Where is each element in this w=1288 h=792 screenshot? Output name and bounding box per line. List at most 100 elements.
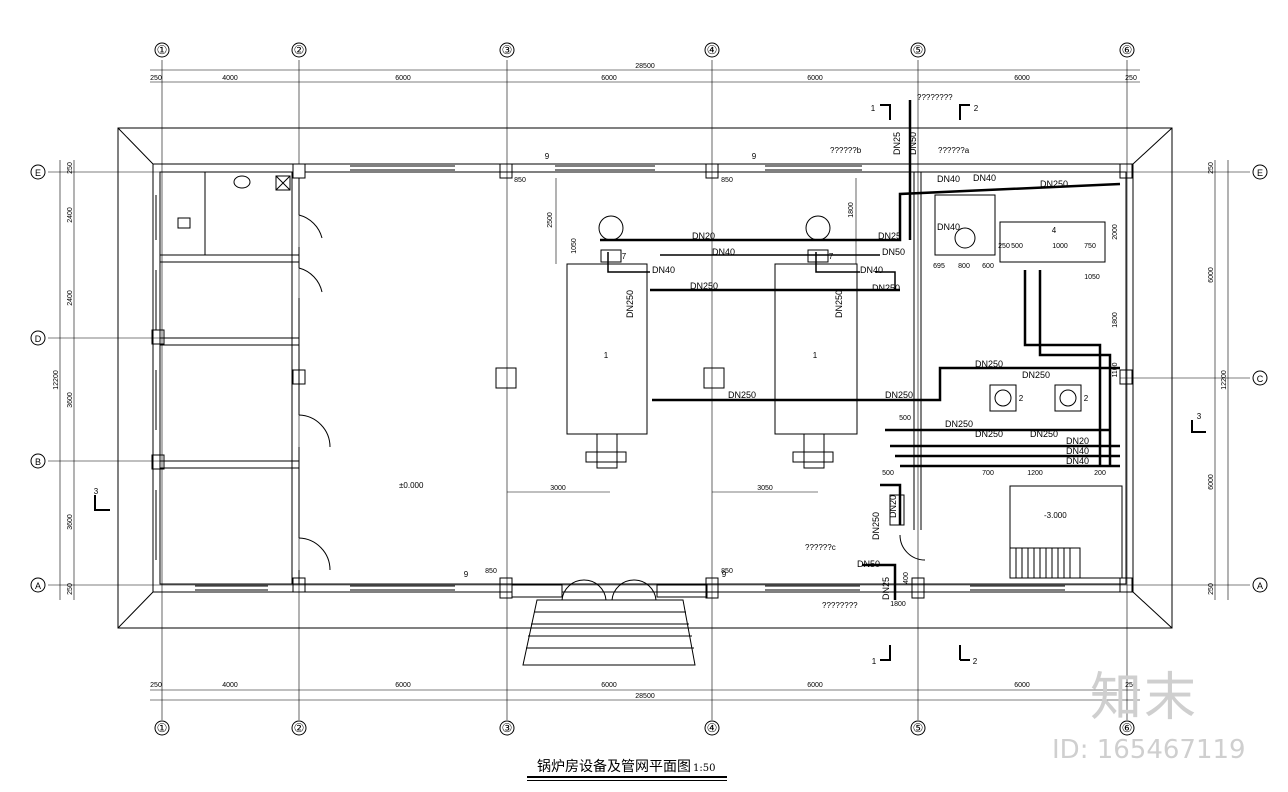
dim-bottom-6: 250 <box>1125 682 1137 689</box>
dim-left-0: 250 <box>67 162 74 174</box>
section-1-top: 1 <box>871 104 876 113</box>
pipe-label-dn250-boiler2-v: DN250 <box>834 290 844 318</box>
pipe-label-dn250-low: DN250 <box>728 390 756 400</box>
dim-misc-3050: 3050 <box>757 485 773 492</box>
pipe-label-dn40-tr2: DN40 <box>973 173 996 183</box>
pump-2-label: 2 <box>1084 394 1089 403</box>
boiler-1 <box>566 263 648 435</box>
dim-bottom-4: 6000 <box>807 682 823 689</box>
dim-misc-1000: 1000 <box>1052 243 1068 250</box>
dim-bottom-0: 250 <box>150 682 162 689</box>
dim-left-4: 3600 <box>67 514 74 530</box>
pipe-label-dn50-bottom: DN50 <box>857 559 880 569</box>
item-7a-label: 7 <box>622 252 627 261</box>
item-9b-label: 9 <box>752 152 757 161</box>
dim-misc-850c: 850 <box>485 568 497 575</box>
pipe-label-dn250-bottom-v: DN250 <box>871 512 881 540</box>
dim-right-3: 250 <box>1208 583 1215 595</box>
pipe-label-dn40-boiler2: DN40 <box>860 265 883 275</box>
dim-top-3: 6000 <box>601 75 617 82</box>
dim-misc-2500: 2500 <box>547 212 554 228</box>
axis-row-e: E <box>35 168 41 178</box>
dim-misc-400: 400 <box>903 572 910 584</box>
drawing-scale: 1:50 <box>693 763 716 774</box>
pipe-label-dn25-v: DN25 <box>892 132 902 155</box>
dim-misc-750: 750 <box>1084 243 1096 250</box>
dim-top-4: 6000 <box>807 75 823 82</box>
axis-col-4: ④ <box>707 43 718 57</box>
dim-right-1: 6000 <box>1208 267 1215 283</box>
dim-misc-695: 695 <box>933 263 945 270</box>
exterior-wall <box>152 163 1134 593</box>
pipe-label-dn250-boiler1-v: DN250 <box>625 290 635 318</box>
axis-col-5: ⑤ <box>913 43 924 57</box>
dim-left-2: 2400 <box>67 290 74 306</box>
dim-misc-1800b: 1800 <box>1112 312 1119 328</box>
dim-left-3: 3600 <box>67 392 74 408</box>
pipe-label-dn50-h: DN50 <box>882 247 905 257</box>
dim-right-0: 250 <box>1208 162 1215 174</box>
boiler-1-label: 1 <box>604 351 609 360</box>
axis-col-4-bottom: ④ <box>707 721 718 735</box>
dim-misc-600: 600 <box>982 263 994 270</box>
dim-top-6: 250 <box>1125 75 1137 82</box>
pipe-label-dn40-r2: DN40 <box>1066 456 1089 466</box>
dim-bottom-1: 4000 <box>222 682 238 689</box>
pipe-label-dn200-v: DN20 <box>888 495 898 518</box>
title-underline <box>527 776 727 778</box>
pipe-label-dn25-bottom-v: DN25 <box>881 577 891 600</box>
note-bottom: ???????? <box>822 601 858 610</box>
axis-col-5-bottom: ⑤ <box>913 721 924 735</box>
axis-col-1: ① <box>157 43 168 57</box>
item-7b-label: 7 <box>829 252 834 261</box>
pipe-label-dn40-boiler1: DN40 <box>652 265 675 275</box>
note-a: ??????a <box>938 146 970 155</box>
axis-row-e-right: E <box>1257 168 1263 178</box>
section-1-bottom: 1 <box>872 657 877 666</box>
dim-misc-500c: 500 <box>882 470 894 477</box>
note-c: ??????c <box>805 543 836 552</box>
axis-row-a: A <box>35 581 41 591</box>
dim-misc-1100: 1100 <box>1112 362 1119 377</box>
dim-misc-250: 250 <box>998 243 1010 250</box>
dim-bottom-5: 6000 <box>1014 682 1030 689</box>
axis-row-c-right: C <box>1257 374 1264 384</box>
dim-misc-850b: 850 <box>721 177 733 184</box>
pipe-label-dn25-h: DN25 <box>878 231 901 241</box>
dim-misc-1050b: 1050 <box>1084 274 1100 281</box>
roof-outline <box>117 127 1173 629</box>
tank-label: 4 <box>1052 226 1057 235</box>
axis-col-2: ② <box>294 43 305 57</box>
item-9c-label: 9 <box>464 570 469 579</box>
pipe-label-dn20: DN20 <box>692 231 715 241</box>
dim-misc-1200: 1200 <box>1027 470 1043 477</box>
note-b: ??????b <box>830 146 862 155</box>
dim-top-total: 28500 <box>635 63 655 70</box>
dim-misc-850a: 850 <box>514 177 526 184</box>
dim-misc-2000: 2000 <box>1112 224 1119 240</box>
pipe-label-dn250-c: DN250 <box>1030 429 1058 439</box>
dim-right-total: 12200 <box>1221 370 1228 390</box>
pipe-label-dn40-top: DN40 <box>712 247 735 257</box>
dim-bottom-2: 6000 <box>395 682 411 689</box>
dim-right-2: 6000 <box>1208 474 1215 490</box>
pipe-label-dn40-tr1: DN40 <box>937 174 960 184</box>
dim-left-1: 2400 <box>67 207 74 223</box>
dim-misc-3000: 3000 <box>550 485 566 492</box>
boiler-2-label: 1 <box>813 351 818 360</box>
pipe-label-dn40-r1: DN40 <box>1066 446 1089 456</box>
section-2-bottom: 2 <box>973 657 978 666</box>
axis-row-b: B <box>35 457 41 467</box>
pipe-label-dn250-pump2: DN250 <box>1022 370 1050 380</box>
watermark-logo: 知末 <box>1090 668 1199 728</box>
axis-col-1-bottom: ① <box>157 721 168 735</box>
dim-misc-1800: 1800 <box>848 202 855 218</box>
watermark-id: ID: 165467119 <box>1052 735 1246 765</box>
section-3-left: 3 <box>94 487 99 496</box>
dim-misc-200: 200 <box>1094 470 1106 477</box>
note-top: ???????? <box>917 93 953 102</box>
pipe-label-dn250-pump: DN250 <box>975 359 1003 369</box>
axis-col-3: ③ <box>502 43 513 57</box>
